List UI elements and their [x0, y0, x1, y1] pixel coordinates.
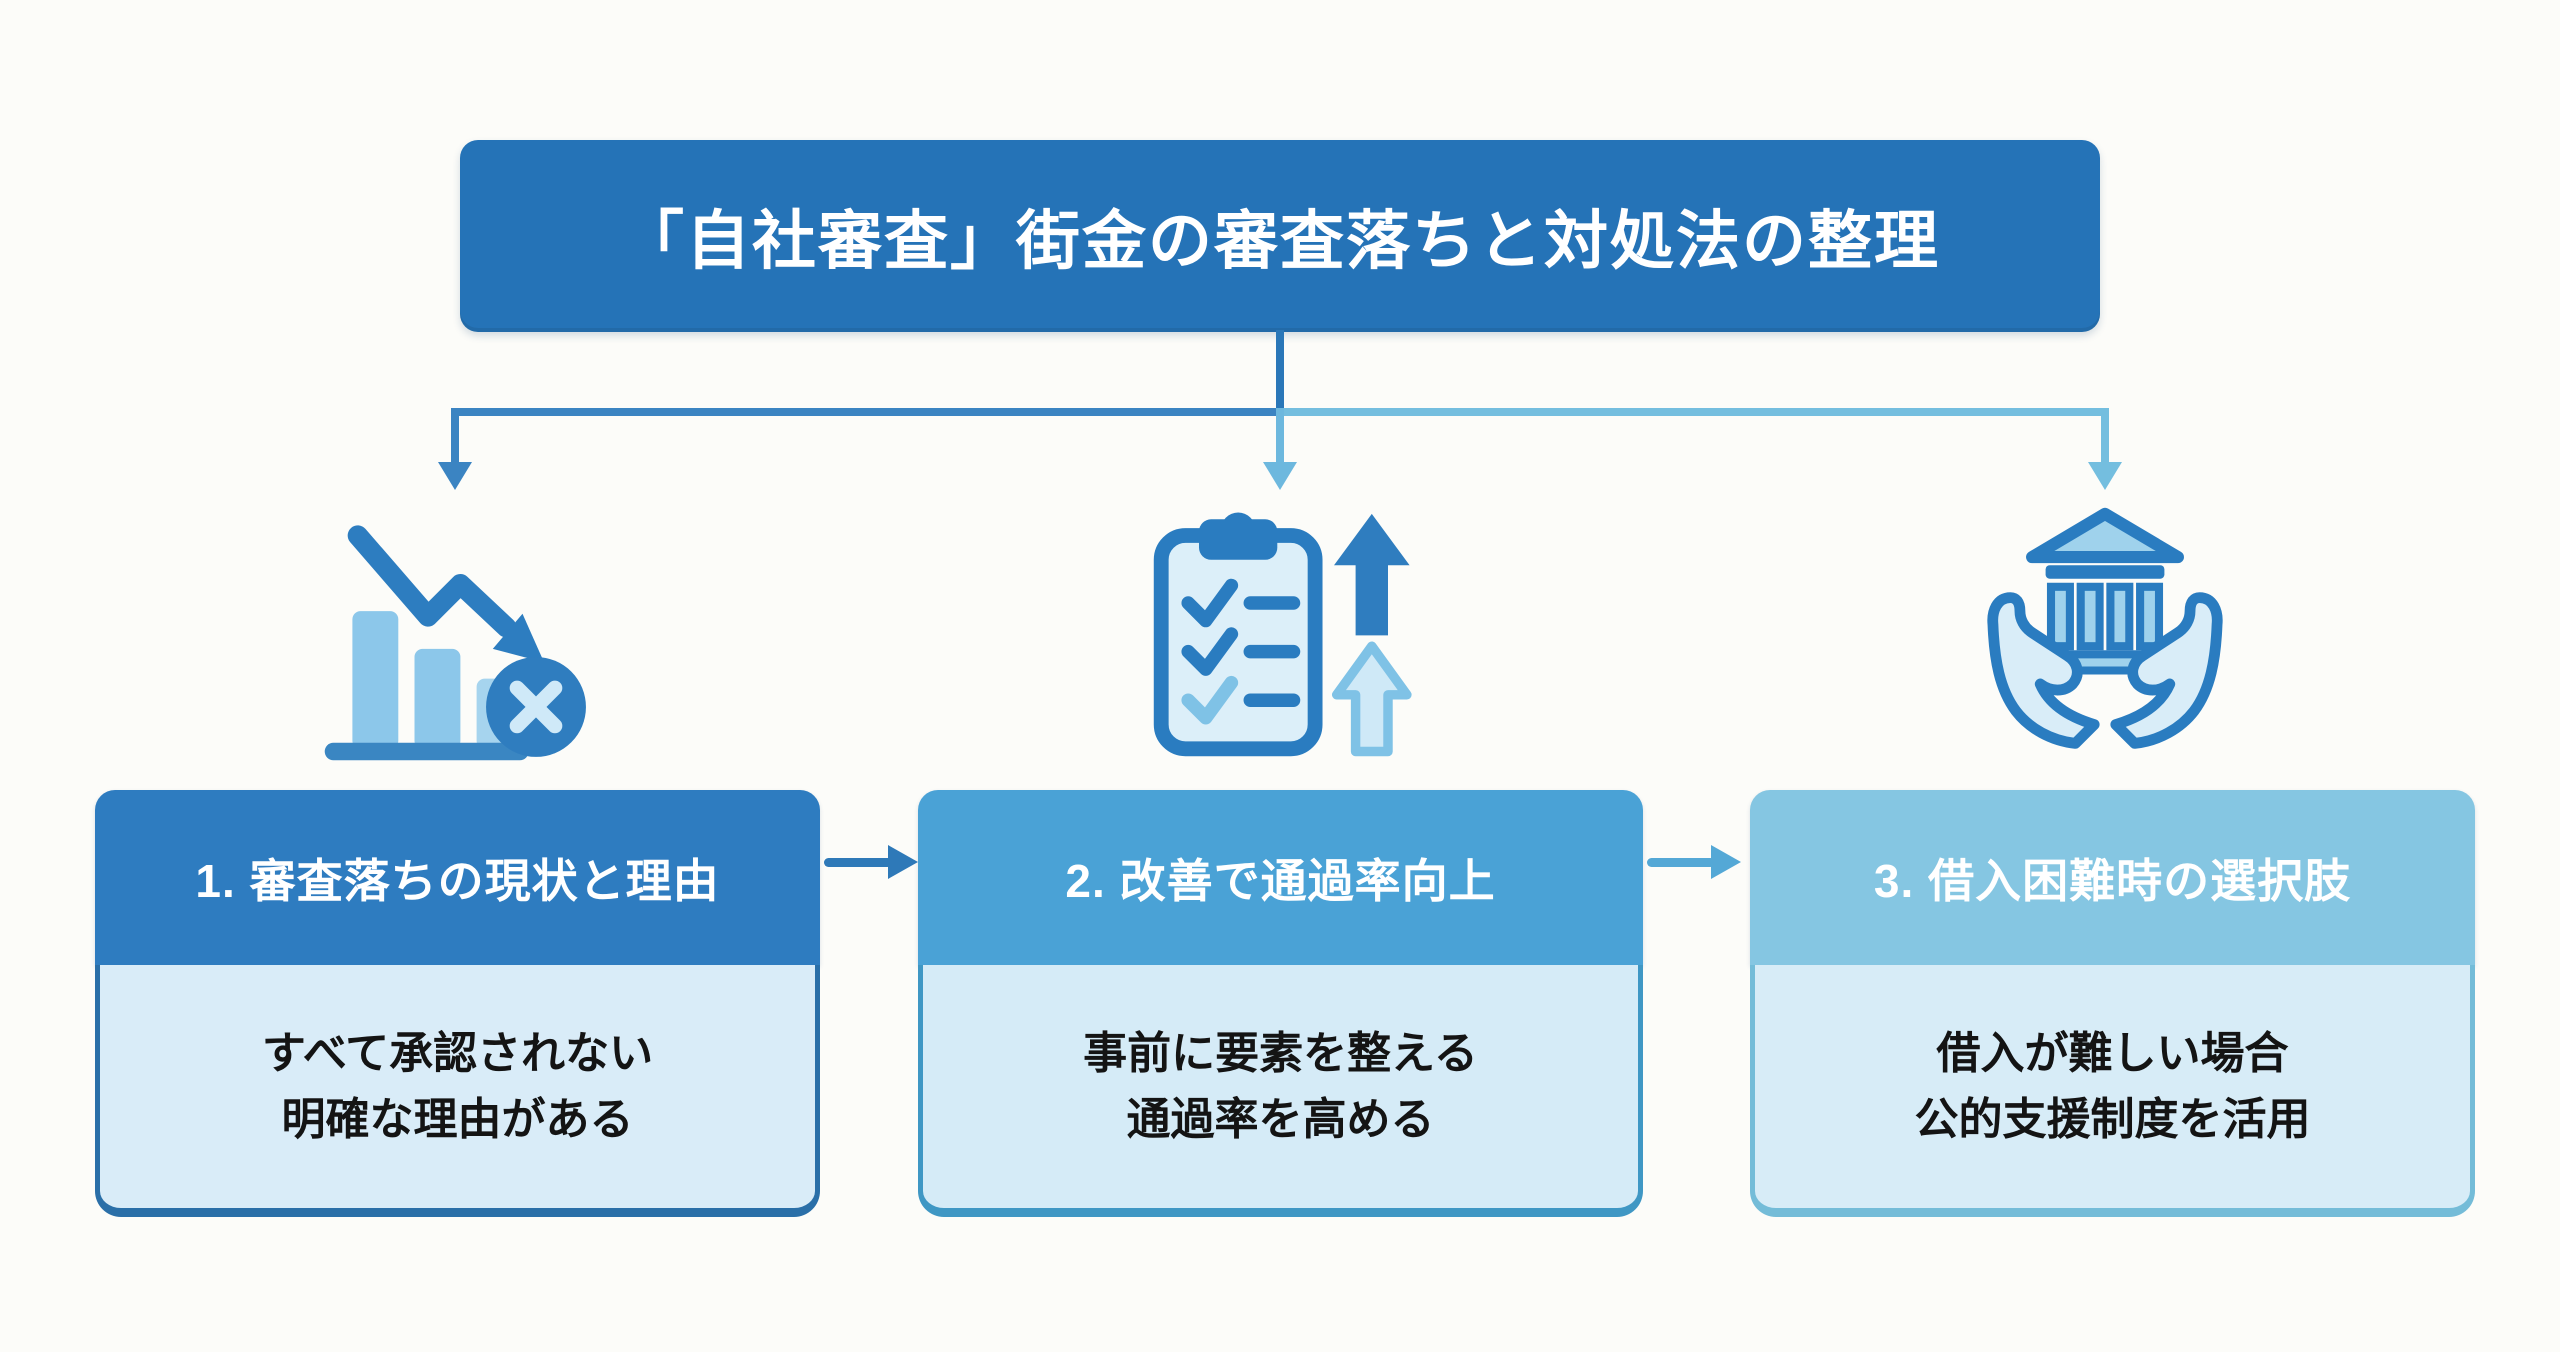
down-arrow-left	[451, 408, 459, 466]
arrow-step1-to-step2	[824, 858, 892, 867]
down-arrow-right	[2101, 408, 2109, 466]
step1-body-line1: すべて承認されない	[261, 1028, 654, 1078]
step1-body: すべて承認されない 明確な理由がある	[95, 965, 820, 1217]
step1-header: 1. 審査落ちの現状と理由	[95, 790, 820, 965]
declining-chart-rejected-icon	[320, 495, 590, 765]
step2-header: 2. 改善で通過率向上	[918, 790, 1643, 965]
down-arrow-center	[1276, 408, 1284, 466]
page-title: 「自社審査」街金の審査落ちと対処法の整理	[620, 205, 1940, 277]
connector-branch-left	[455, 408, 1280, 416]
step3-body-line1: 借入が難しい場合	[1936, 1028, 2289, 1078]
step1-body-line2: 明確な理由がある	[281, 1094, 634, 1144]
step3-body-line2: 公的支援制度を活用	[1914, 1094, 2311, 1144]
connector-stem	[1276, 330, 1284, 412]
step2-body-line2: 通過率を高める	[1126, 1094, 1435, 1144]
down-arrow-center-head	[1263, 462, 1297, 490]
hands-holding-bank-icon	[1970, 495, 2240, 765]
step1-title: 1. 審査落ちの現状と理由	[195, 854, 720, 907]
step3-body: 借入が難しい場合 公的支援制度を活用	[1750, 965, 2475, 1217]
arrow-step2-to-step3	[1647, 858, 1715, 867]
step2-body-line1: 事前に要素を整える	[1083, 1028, 1478, 1078]
step3-title: 3. 借入困難時の選択肢	[1873, 854, 2352, 907]
step3-header: 3. 借入困難時の選択肢	[1750, 790, 2475, 965]
connector-branch-right	[1280, 408, 2105, 416]
arrow-step1-to-step2-head	[888, 845, 918, 879]
arrow-step2-to-step3-head	[1711, 845, 1741, 879]
title-banner: 「自社審査」街金の審査落ちと対処法の整理	[460, 140, 2100, 332]
down-arrow-right-head	[2088, 462, 2122, 490]
step2-body: 事前に要素を整える 通過率を高める	[918, 965, 1643, 1217]
checklist-up-arrows-icon	[1145, 495, 1415, 765]
step2-title: 2. 改善で通過率向上	[1065, 854, 1496, 907]
down-arrow-left-head	[438, 462, 472, 490]
